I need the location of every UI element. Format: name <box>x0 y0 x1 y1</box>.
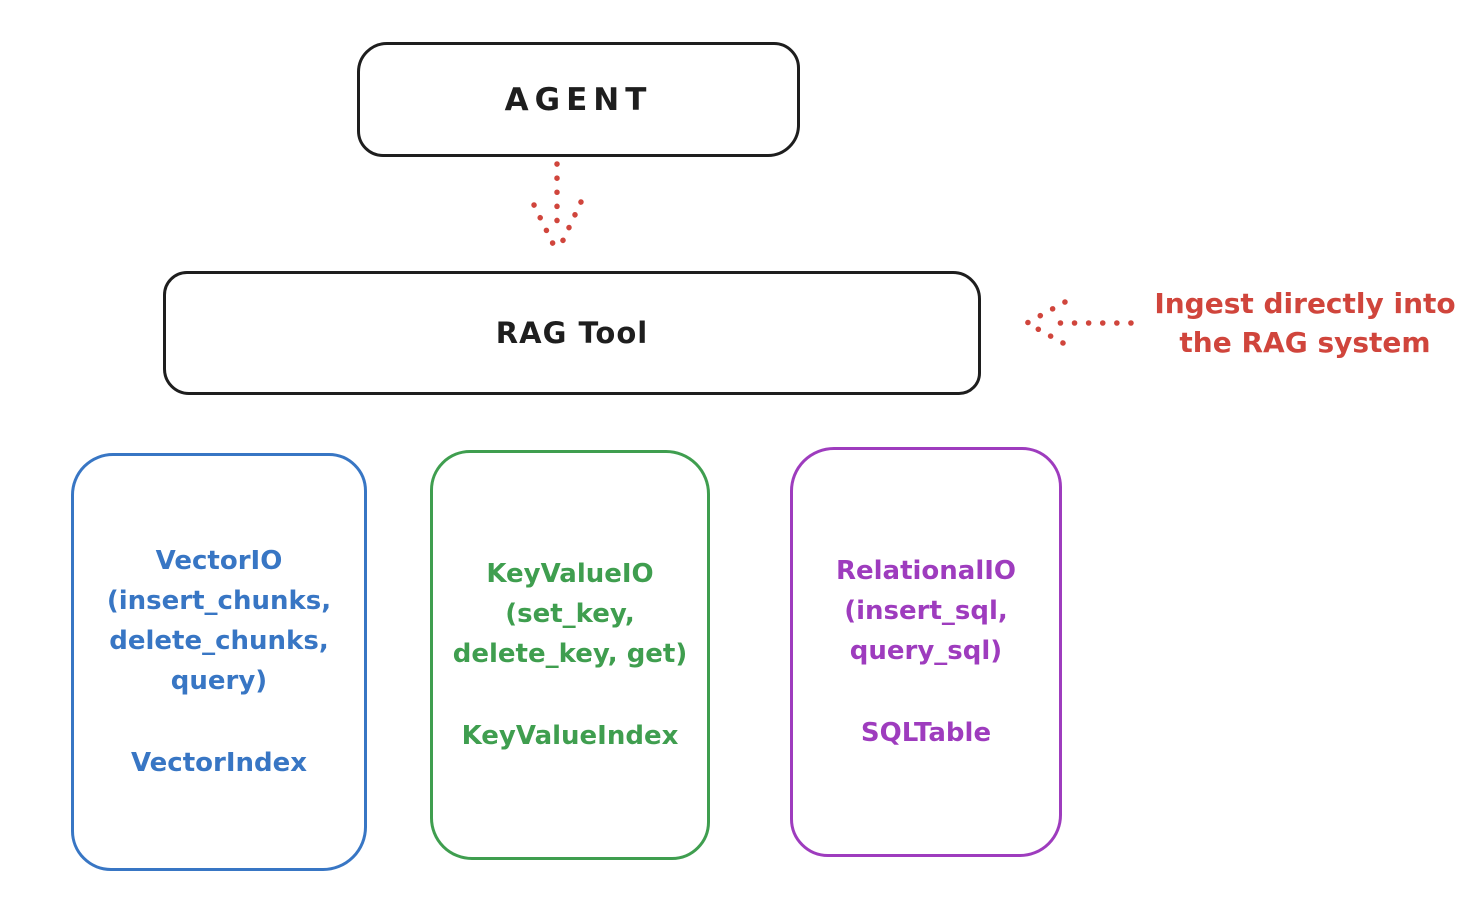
keyvalue-io-line: delete_key, get) <box>452 639 688 669</box>
keyvalue-io-box: KeyValueIO (set_key, delete_key, get) Ke… <box>430 450 710 860</box>
agent-label: AGENT <box>504 81 653 118</box>
vector-io-line: delete_chunks, <box>109 626 329 656</box>
rag-tool-box: RAG Tool <box>163 271 981 395</box>
keyvalue-io-line: (set_key, <box>505 599 635 629</box>
relational-io-line: RelationalIO <box>835 556 1017 586</box>
vector-io-signature: VectorIO (insert_chunks, delete_chunks, … <box>107 541 331 701</box>
relational-index-label: SQLTable <box>860 718 992 748</box>
vector-io-line: (insert_chunks, <box>106 586 332 616</box>
relational-io-signature: RelationalIO (insert_sql, query_sql) <box>836 551 1016 671</box>
relational-io-line: (insert_sql, <box>844 596 1008 626</box>
relational-io-box: RelationalIO (insert_sql, query_sql) SQL… <box>790 447 1062 857</box>
relational-io-line: query_sql) <box>849 636 1003 666</box>
vector-index-label: VectorIndex <box>130 748 308 778</box>
keyvalue-index-label: KeyValueIndex <box>461 721 679 751</box>
rag-tool-label: RAG Tool <box>495 316 649 350</box>
agent-to-ragtool-arrow <box>531 161 584 254</box>
vector-io-box: VectorIO (insert_chunks, delete_chunks, … <box>71 453 367 871</box>
keyvalue-io-line: KeyValueIO <box>486 559 654 589</box>
ingest-annotation-line1: Ingest directly into <box>1154 287 1456 320</box>
vector-io-line: VectorIO <box>155 546 283 576</box>
ingest-annotation-line2: the RAG system <box>1179 326 1431 359</box>
ingest-annotation: Ingest directly into the RAG system <box>1140 284 1470 362</box>
keyvalue-io-signature: KeyValueIO (set_key, delete_key, get) <box>453 554 688 674</box>
agent-box: AGENT <box>357 42 800 157</box>
vector-io-line: query) <box>170 666 268 696</box>
ingest-arrow <box>1024 299 1134 346</box>
